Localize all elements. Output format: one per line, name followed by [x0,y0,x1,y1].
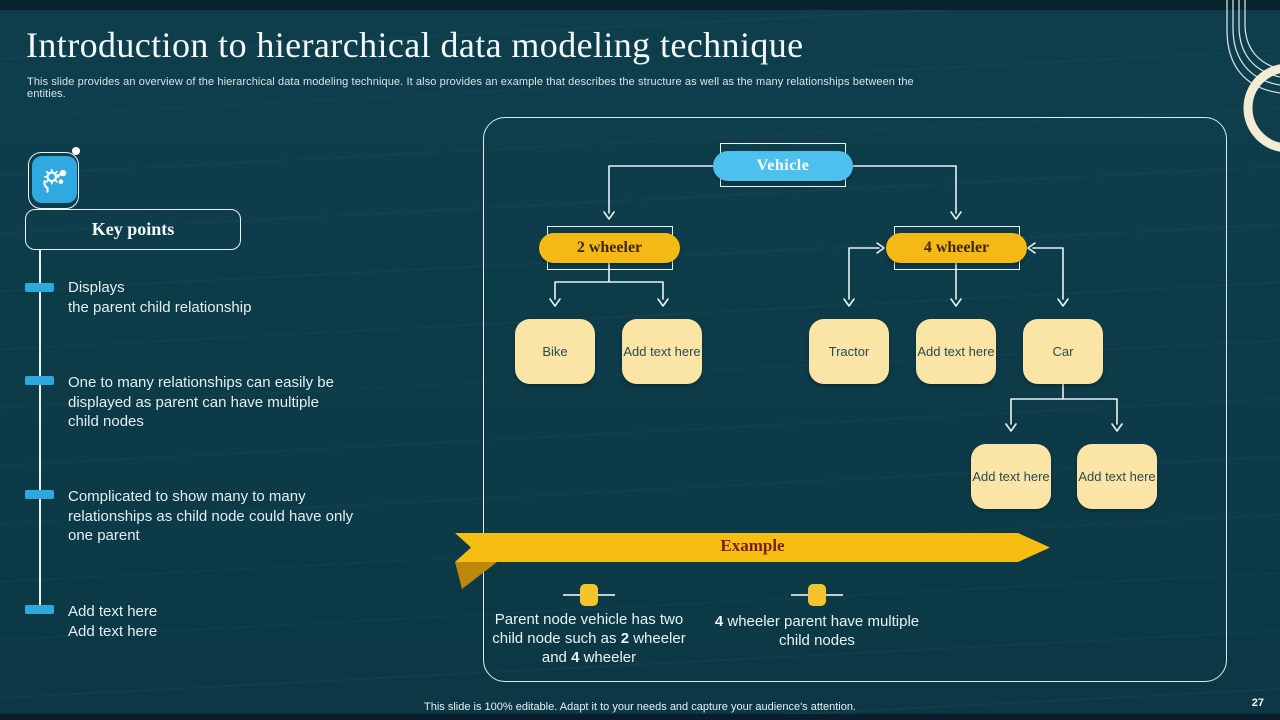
connector-car-children [1010,383,1118,425]
bottom-accent-strip [0,714,1280,720]
example-ribbon [455,533,1050,589]
keypoint-item: One to many relationships can easily be … [68,374,334,430]
connector-2wheeler-children [554,262,664,300]
bullet-marker [25,283,54,292]
example-note-1: Parent node vehicle has two child node s… [482,610,696,667]
note-text-bold: 2 [620,630,630,647]
ribbon-arrow [455,533,1050,562]
note-text-bold: 4 [714,613,724,630]
corner-arcs-decoration [1226,0,1280,152]
bullet-marker [25,605,54,614]
node-bike: Bike [515,319,595,384]
keypoints-heading: Key points [91,219,175,239]
note-text-bold: 4 [571,649,580,666]
connector-4wheeler-left [848,247,880,300]
head-gear-icon [32,156,77,203]
node-placeholder: Add text here [622,319,702,384]
note-text: wheeler parent have multiple child nodes [723,613,920,649]
bullet-marker [25,490,54,499]
note-text: wheeler and [541,630,686,666]
page-subtitle: This slide provides an overview of the h… [27,76,914,100]
keypoint-item: Add text here Add text here [68,603,158,640]
connector-vehicle-4wheeler [852,165,957,214]
example-note-2: 4 wheeler parent have multiple child nod… [710,612,924,650]
node-placeholder: Add text here [916,319,996,384]
keypoints-heading-box: Key points [25,209,241,250]
node-tractor: Tractor [809,319,889,384]
keypoint-item: Complicated to show many to many relatio… [68,488,354,544]
example-banner-label: Example [720,536,785,555]
node-marker-icon [563,584,615,606]
node-2wheeler: 2 wheeler [539,233,680,263]
node-vehicle: Vehicle [713,151,853,181]
cream-ring-decoration [1243,64,1280,152]
keypoint-item: Displays the parent child relationship [68,279,252,316]
node-marker-icon [791,584,843,606]
diagram-panel: Vehicle 2 wheeler 4 wheeler Bike Add tex… [483,117,1227,682]
keypoints-icon-frame [28,152,79,209]
page-title: Introduction to hierarchical data modeli… [26,25,804,65]
diagram-connectors [549,165,1123,432]
footer-note: This slide is 100% editable. Adapt it to… [424,701,856,713]
keypoints-timeline [39,250,41,612]
node-4wheeler: 4 wheeler [886,233,1027,263]
ribbon-fold [455,562,497,589]
node-placeholder: Add text here [971,444,1051,509]
bullet-marker [25,376,54,385]
frame-corner-dot [72,147,80,155]
note-text: wheeler [579,649,637,666]
top-accent-strip [0,0,1280,10]
connector-4wheeler-right [1032,247,1064,300]
connector-vehicle-2wheeler [608,165,714,214]
node-car: Car [1023,319,1103,384]
page-number: 27 [1251,697,1264,709]
node-placeholder: Add text here [1077,444,1157,509]
note-text: Parent node vehicle has two child node s… [492,611,684,647]
